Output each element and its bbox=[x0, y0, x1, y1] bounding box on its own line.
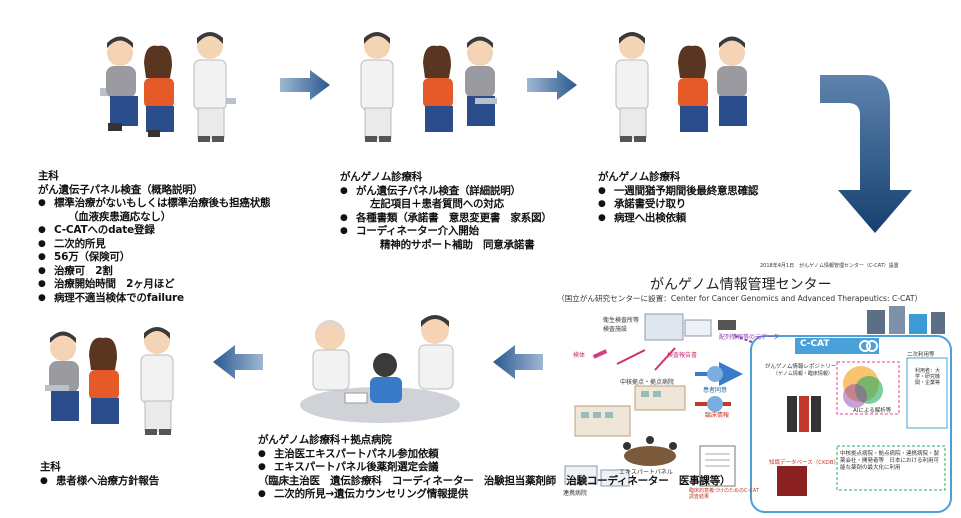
ccat-label-hospitals: 中核拠点・拠点病院 bbox=[620, 379, 675, 386]
step2-header: がんゲノム診療科 bbox=[340, 171, 423, 183]
ccat-title: がんゲノム情報管理センター bbox=[650, 277, 832, 293]
step4-item: 主治医エキスパートパネル参加依頼 bbox=[258, 448, 728, 462]
step2-text: がんゲノム診療科 がん遺伝子パネル検査（詳細説明） 左記項目＋患者質問への対応 … bbox=[340, 171, 600, 252]
step1-item: 治療開始時間 2ヶ月ほど bbox=[38, 278, 328, 292]
step4-item: 二次的所見→遺伝カウンセリング情報提供 bbox=[258, 488, 728, 502]
ccat-label-hospitals-box: 中核拠点病院・拠点病院・連携病院・製薬会社・開発者等 日本における利用可能な薬剤… bbox=[840, 451, 940, 471]
patient-doctor-scene-1 bbox=[100, 32, 236, 142]
ccat-subtitle: （国立がん研究センターに設置：Center for Cancer Genomic… bbox=[557, 294, 923, 303]
step2-item: がん遺伝子パネル検査（詳細説明） bbox=[340, 185, 600, 199]
step2-item: 左記項目＋患者質問への対応 bbox=[370, 198, 504, 210]
step3-item: 承諾書受け取り bbox=[598, 198, 828, 212]
ccat-label-specimen: 検体 bbox=[573, 352, 586, 359]
step5-text: 主科 患者様へ治療方針報告 bbox=[40, 461, 240, 488]
ccat-label-ai: AIによる解析等 bbox=[853, 408, 892, 414]
step2-item: コーディネーター介入開始 bbox=[340, 225, 600, 239]
ccat-label-repository-sub: （ゲノム情報・臨床情報） bbox=[773, 371, 833, 377]
step3-item: 一週間猶予期間後最終意思確認 bbox=[598, 185, 828, 199]
step5-header: 主科 bbox=[40, 461, 61, 473]
ccat-label-secondary-box: 利用者：大学・研究機関・企業等 bbox=[915, 368, 941, 386]
expert-panel-meeting-scene bbox=[300, 315, 460, 423]
patient-doctor-scene-3 bbox=[615, 32, 747, 142]
step1-title: がん遺伝子パネル検査（概略説明） bbox=[38, 183, 203, 196]
ccat-diagram: 2018年4月1日 がんゲノム情報管理センター（C-CAT）設置 がんゲノム情報… bbox=[555, 262, 955, 514]
step5-item: 患者様へ治療方針報告 bbox=[40, 475, 240, 489]
step4-text: がんゲノム診療科＋拠点病院 主治医エキスパートパネル参加依頼 エキスパートパネル… bbox=[258, 434, 731, 502]
step1-text: 主科 がん遺伝子パネル検査（概略説明） 標準治療がないもしくは標準治療後も担癌状… bbox=[38, 170, 328, 305]
ccat-box-label: C-CAT bbox=[800, 339, 830, 349]
ccat-label-consent: 患者同意 bbox=[703, 387, 728, 394]
step4-item: （臨床主治医 遺伝診療科 コーディネーター 治験担当薬剤師 治験コーディネーター… bbox=[258, 474, 731, 487]
ccat-label-clinical: 臨床情報 bbox=[705, 412, 730, 419]
step1-header: 主科 bbox=[38, 170, 59, 182]
flow-arrow-curved-down bbox=[820, 75, 912, 233]
step3-text: がんゲノム診療科 一週間猶予期間後最終意思確認 承諾書受け取り 病理へ出検依頼 bbox=[598, 171, 828, 225]
ccat-label-secondary: 二次利用等 bbox=[907, 352, 935, 358]
step1-item: C-CATへのdate登録 bbox=[38, 224, 328, 238]
step4-item: エキスパートパネル後薬剤選定会議 bbox=[258, 461, 728, 475]
step4-header: がんゲノム診療科＋拠点病院 bbox=[258, 434, 392, 446]
flow-arrow-left-1 bbox=[493, 345, 543, 379]
ccat-flow-graphic bbox=[564, 306, 952, 513]
step2-item: 各種書類（承諾書 意思変更書 家系図） bbox=[340, 212, 600, 226]
ccat-label-knowledge: 知識データベース（CKDB） bbox=[769, 460, 840, 466]
step3-item: 病理へ出検依頼 bbox=[598, 212, 828, 226]
ccat-label-seqdata: 配列情報等の元データ bbox=[719, 334, 780, 341]
patient-doctor-scene-2 bbox=[360, 32, 497, 142]
ccat-label-lab: 衛生検査所等 検査施設 bbox=[603, 317, 640, 333]
flow-arrow-left-2 bbox=[213, 345, 263, 379]
step1-item: 56万（保険可） bbox=[38, 251, 328, 265]
step1-item: 治療可 2割 bbox=[38, 265, 328, 279]
step1-item: 病理不適当検体でのfailure bbox=[38, 292, 328, 306]
patient-doctor-scene-5 bbox=[45, 327, 174, 435]
step2-item: 精神的サポート補助 同意承諾書 bbox=[380, 238, 535, 251]
ccat-top-note: 2018年4月1日 がんゲノム情報管理センター（C-CAT）設置 bbox=[760, 263, 899, 269]
step1-item: （血液疾患適応なし） bbox=[68, 210, 171, 223]
ccat-label-report: 検査報告書 bbox=[667, 352, 698, 359]
step3-header: がんゲノム診療科 bbox=[598, 171, 681, 183]
flow-arrow-right-1 bbox=[280, 70, 330, 100]
step1-item: 標準治療がないもしくは標準治療後も担癌状態 bbox=[38, 197, 328, 211]
ai-analysis-graphic bbox=[843, 366, 883, 408]
ccat-label-repository: がんゲノム情報レポジトリー bbox=[765, 364, 837, 370]
step1-item: 二次的所見 bbox=[38, 238, 328, 252]
flow-arrow-right-2 bbox=[527, 70, 577, 100]
